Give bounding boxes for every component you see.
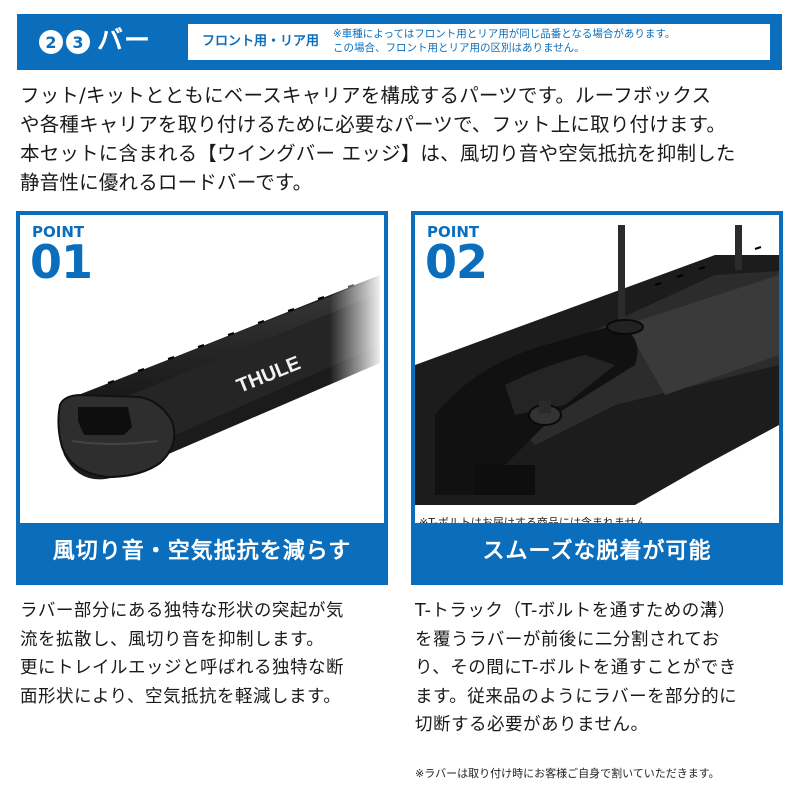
section-header-banner: 2 3 バー フロント用・リア用 ※車種によってはフロント用とリア用が同じ品番と… — [17, 14, 782, 70]
point-label: POINT — [32, 223, 85, 241]
description-line: 面形状により、空気抵抗を軽減します。 — [20, 686, 342, 707]
intro-line: 本セットに含まれる【ウイングバー エッジ】は、風切り音や空気抵抗を抑制した — [20, 142, 736, 165]
point-number: 02 — [425, 235, 488, 289]
point-caption: スムーズな脱着が可能 — [415, 523, 779, 581]
point-02-panel: POINT 02 ※T-ボルトはお届けする商品には含まれません。 スムーズな脱着… — [411, 211, 783, 585]
intro-line: 静音性に優れるロードバーです。 — [20, 171, 313, 194]
wingbar-profile-image: THULE — [20, 215, 384, 581]
point-number: 01 — [30, 235, 93, 289]
point-label: POINT — [427, 223, 480, 241]
description-line: ます。従来品のようにラバーを部分的に — [415, 686, 738, 707]
point-caption: 風切り音・空気抵抗を減らす — [20, 523, 384, 581]
description-line: ラバー部分にある独特な形状の突起が気 — [20, 601, 344, 621]
point-02-description: T-トラック（T-ボルトを通すための溝） を覆うラバーが前後に二分割されてお り… — [415, 597, 737, 740]
section-title: バー — [97, 26, 152, 56]
front-rear-label: フロント用・リア用 — [202, 34, 320, 49]
description-line: 更にトレイルエッジと呼ばれる独特な断 — [20, 658, 344, 678]
point-01-panel: THULE POINT 01 風切り音・空気抵抗を減らす — [16, 211, 388, 585]
part-number-badges: 2 3 — [39, 28, 90, 56]
description-line: り、その間にT-ボルトを通すことができ — [415, 658, 737, 678]
intro-paragraph: フット/キットとともにベースキャリアを構成するパーツです。ルーフボックス や各種… — [20, 81, 790, 197]
circled-number-badge: 2 — [39, 30, 63, 54]
description-line: 切断する必要がありません。 — [415, 715, 649, 735]
header-note: ※車種によってはフロント用とリア用が同じ品番となる場合があります。 この場合、フ… — [333, 27, 675, 55]
header-note-line: ※車種によってはフロント用とリア用が同じ品番となる場合があります。 — [333, 28, 676, 40]
header-note-line: この場合、フロント用とリア用の区別はありません。 — [333, 42, 585, 54]
point-01-description: ラバー部分にある独特な形状の突起が気 流を拡散し、風切り音を抑制します。 更にト… — [20, 597, 344, 711]
intro-line: フット/キットとともにベースキャリアを構成するパーツです。ルーフボックス — [20, 84, 712, 107]
intro-line: や各種キャリアを取り付けるために必要なパーツで、フット上に取り付けます。 — [20, 113, 727, 136]
description-line: を覆うラバーが前後に二分割されてお — [415, 629, 720, 650]
rubber-footnote: ※ラバーは取り付け時にお客様ご自身で割いていただきます。 — [415, 767, 720, 780]
description-line: T-トラック（T-ボルトを通すための溝） — [415, 601, 736, 621]
description-line: 流を拡散し、風切り音を抑制します。 — [20, 629, 325, 650]
t-track-bolt-image — [415, 225, 779, 525]
circled-number-badge: 3 — [66, 30, 90, 54]
header-info-box: フロント用・リア用 ※車種によってはフロント用とリア用が同じ品番となる場合があり… — [188, 24, 770, 60]
